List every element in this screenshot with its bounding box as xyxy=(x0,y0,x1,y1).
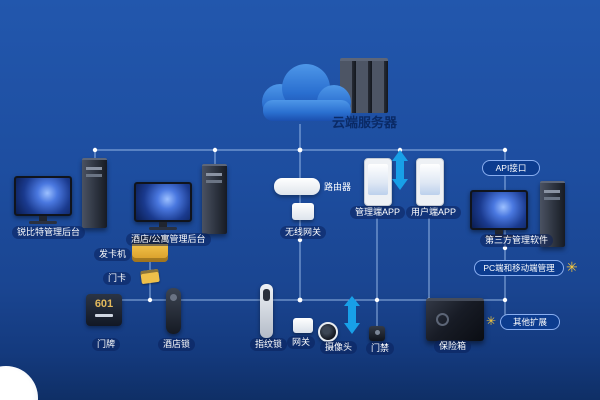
camera-device xyxy=(318,322,338,342)
admin-app-label: 管理端APP xyxy=(350,206,406,219)
door-plate-strip xyxy=(95,314,113,317)
monitor-neck xyxy=(159,222,167,227)
lock-keypad xyxy=(170,294,177,301)
access-control-label: 门禁 xyxy=(366,342,395,355)
monitor-base xyxy=(29,221,57,224)
cloud-server-label: 云端服务器 xyxy=(332,115,398,130)
hotel-backend-label: 酒店/公寓管理后台 xyxy=(126,233,211,246)
router-label: 路由器 xyxy=(324,182,352,192)
card-issuer-label: 发卡机 xyxy=(94,248,132,261)
card-issuer-body xyxy=(132,244,168,262)
fingerprint-lock-device xyxy=(260,284,273,338)
camera-label: 摄像头 xyxy=(320,341,358,354)
sync-arrow-icon xyxy=(392,150,408,190)
door-card-label: 门卡 xyxy=(103,272,132,285)
flower-icon: ✳ xyxy=(486,314,497,328)
hotel-backend-monitor xyxy=(134,182,192,230)
door-plate-device: 601 xyxy=(86,294,122,326)
api-pill: API接口 xyxy=(482,160,540,176)
door-plate-number: 601 xyxy=(94,298,114,310)
monitor-screen xyxy=(14,176,72,216)
fingerprint-panel xyxy=(263,289,270,301)
user-app-label: 用户端APP xyxy=(406,206,462,219)
admin-app-phone xyxy=(364,158,392,206)
third-party-monitor xyxy=(470,190,528,238)
hotel-lock-label: 酒店锁 xyxy=(158,338,196,351)
router-device xyxy=(274,178,320,195)
monitor-screen xyxy=(134,182,192,222)
monitor-screen xyxy=(470,190,528,230)
monitor-neck xyxy=(39,216,47,221)
safe-box-label: 保险箱 xyxy=(434,340,472,353)
cloud-icon xyxy=(262,64,351,121)
monitor-base xyxy=(149,227,177,230)
gateway-device xyxy=(293,318,313,333)
access-control-device xyxy=(369,326,385,341)
phone-screen xyxy=(368,164,388,195)
monitor-neck xyxy=(495,230,503,235)
door-card-device xyxy=(140,268,160,285)
hotel-backend-tower xyxy=(202,164,227,234)
user-app-phone xyxy=(416,158,444,206)
other-extension-pill: 其他扩展 xyxy=(500,314,560,330)
sync-arrow-icon xyxy=(344,296,360,334)
gateway-label: 网关 xyxy=(287,336,316,349)
flower-icon: ✳ xyxy=(566,259,578,275)
third-party-label: 第三方管理软件 xyxy=(480,234,554,247)
wireless-gateway-device xyxy=(292,203,314,220)
access-led xyxy=(374,330,380,335)
fingerprint-lock-label: 指纹锁 xyxy=(250,338,288,351)
rbt-backend-label: 锐比特管理后台 xyxy=(12,226,86,239)
wireless-gateway-label: 无线网关 xyxy=(280,226,327,239)
safe-box-device xyxy=(426,298,484,341)
hotel-lock-device xyxy=(166,288,181,334)
pc-mobile-pill: PC端和移动端管理 xyxy=(474,260,564,276)
door-plate-label: 门牌 xyxy=(92,338,121,351)
rbt-backend-monitor xyxy=(14,176,72,224)
rbt-backend-tower xyxy=(82,158,107,228)
phone-screen xyxy=(420,164,440,195)
safe-dial xyxy=(436,313,449,326)
